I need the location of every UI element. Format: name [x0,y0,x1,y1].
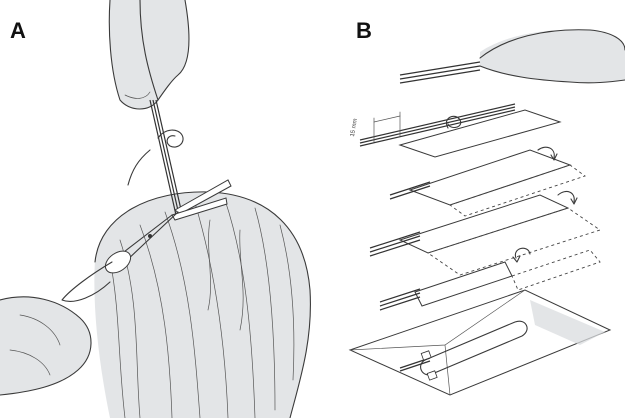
step-6-envelope [350,290,610,395]
head-hair [94,192,310,418]
step-5-fold-end [380,248,600,310]
hand-top [109,0,189,109]
step-2-sample-on-paper: 15 mm [350,104,560,157]
panel-b-illustration: 15 mm [330,0,625,418]
measurement-label: 15 mm [350,118,359,137]
panel-a-illustration [0,0,330,418]
panel-b: B 15 mm [330,0,625,418]
step-1-hand-with-sample [400,30,625,83]
hand-bottom [0,297,91,395]
step-4-second-fold [370,191,600,275]
hair-sample [128,100,183,215]
panel-a: A [0,0,330,418]
